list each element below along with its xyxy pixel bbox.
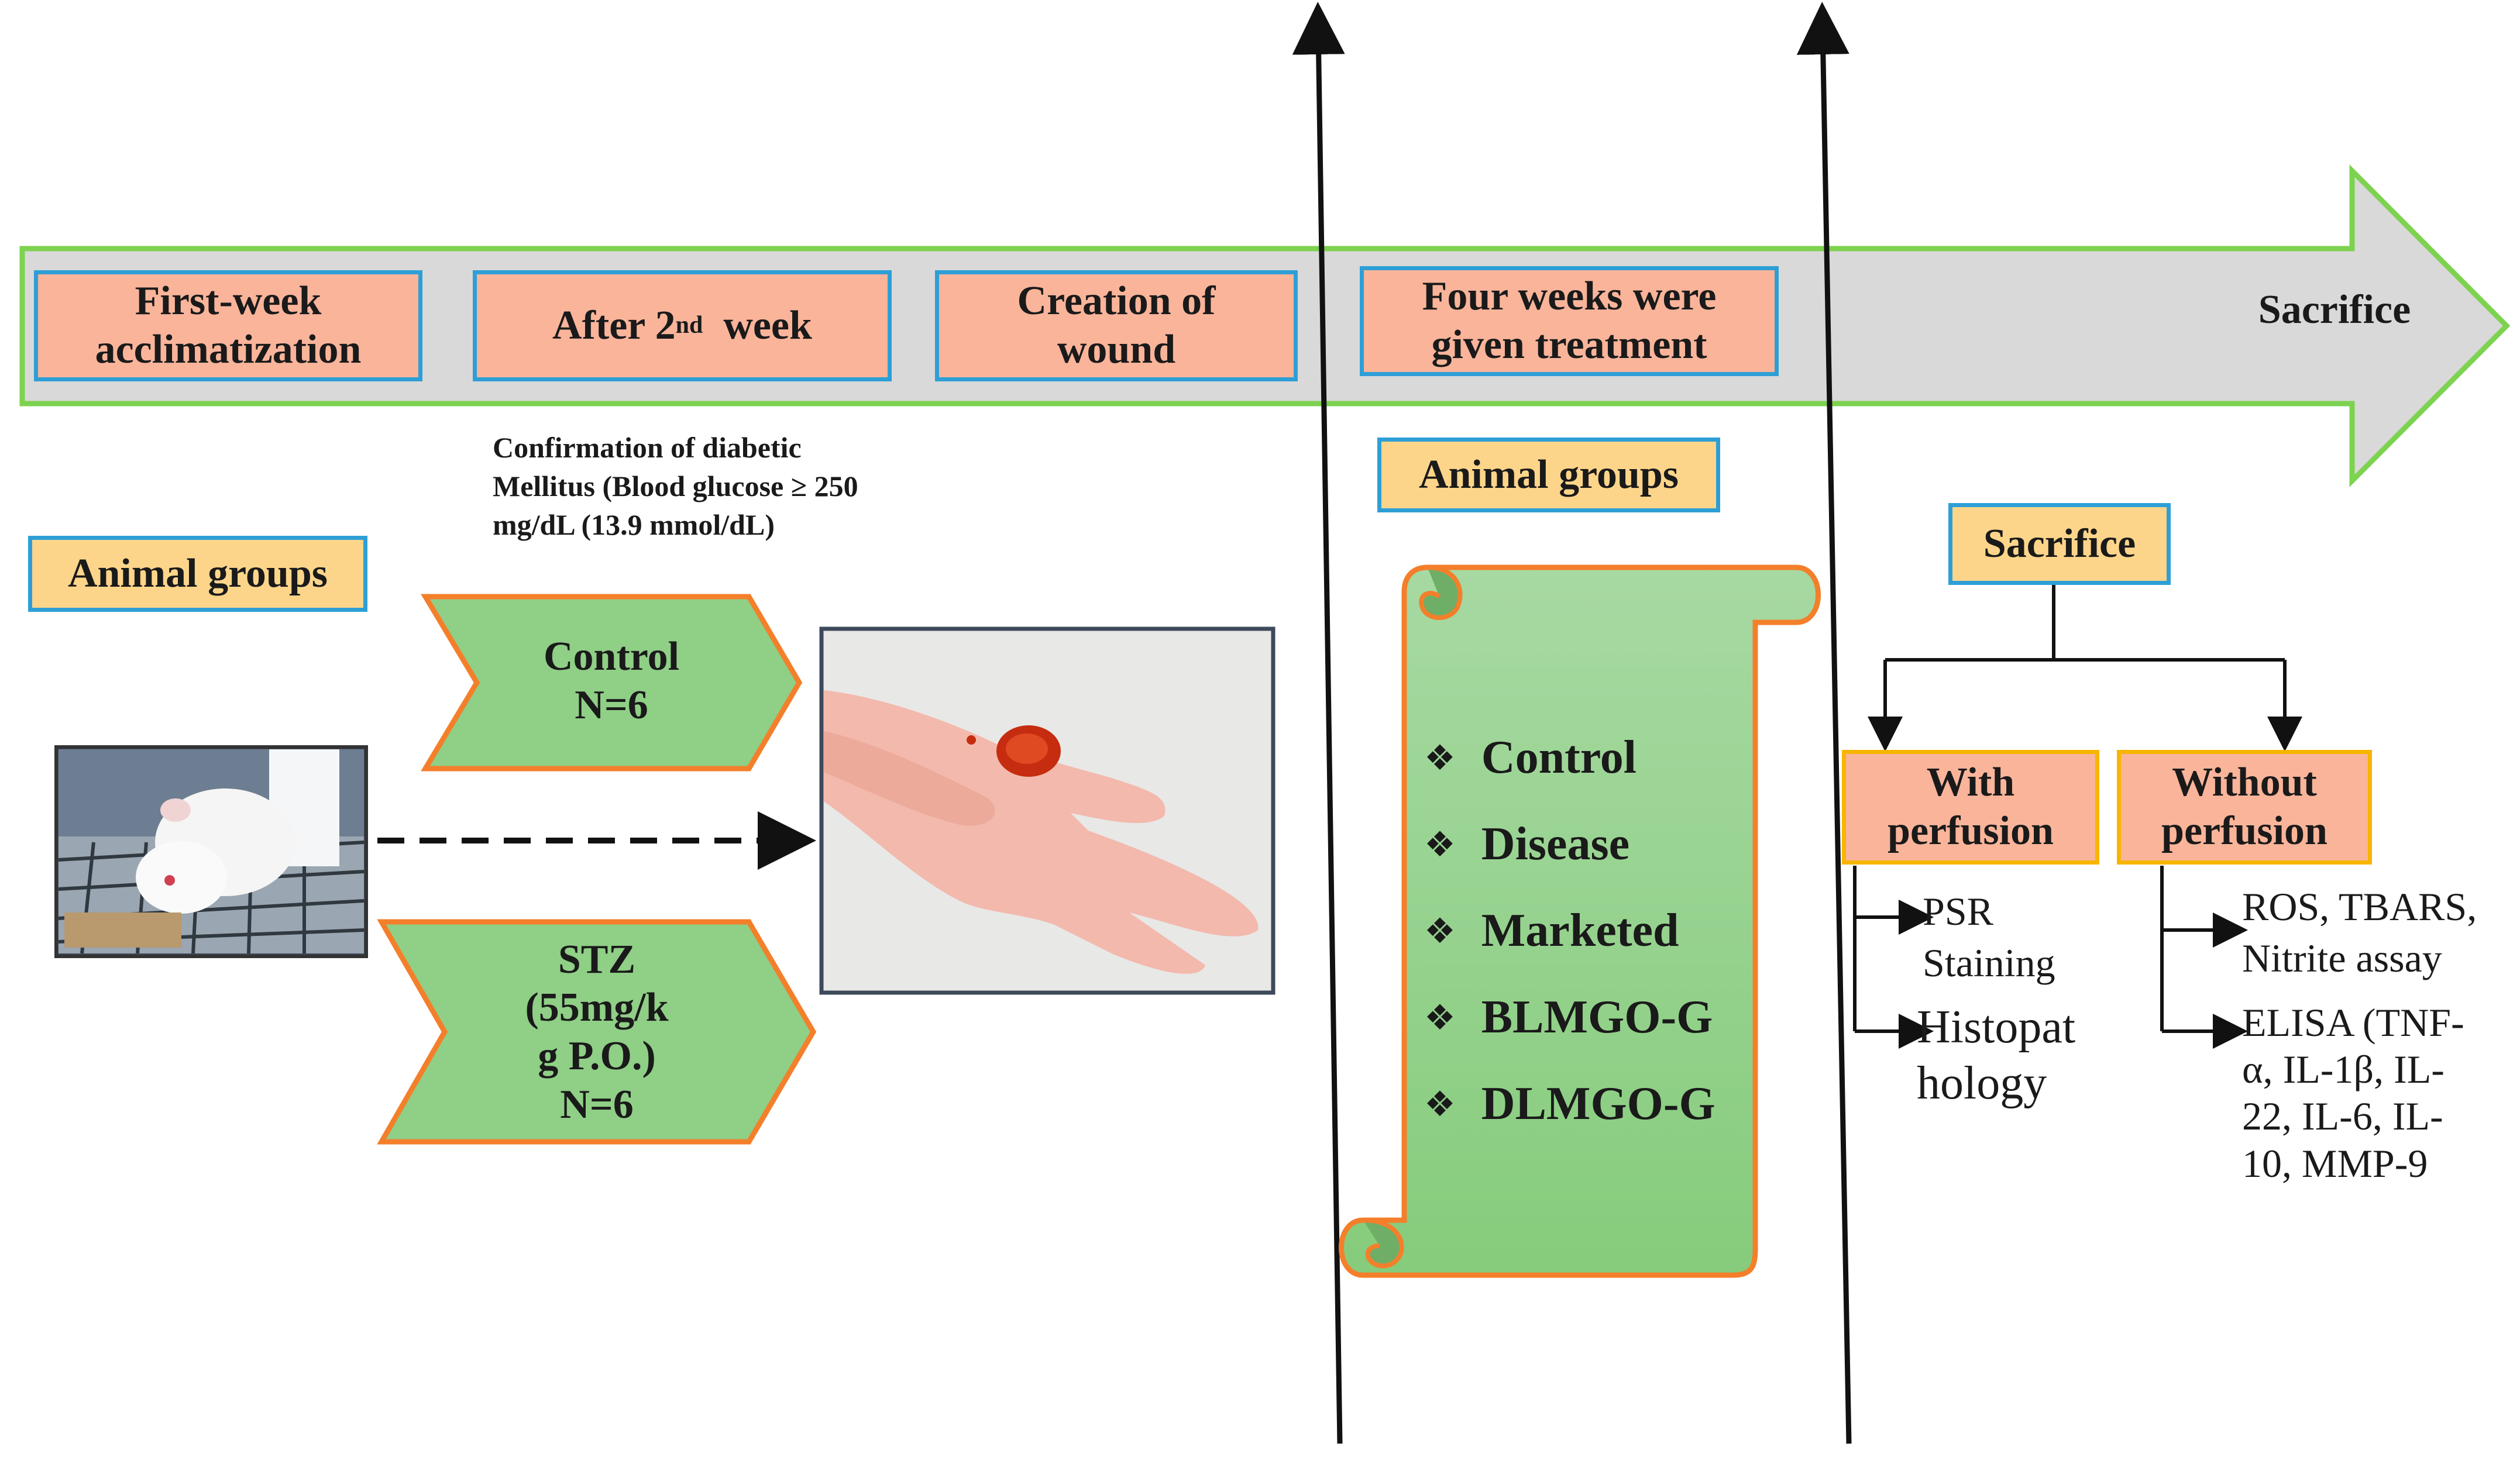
rat-photo xyxy=(54,745,368,958)
treatment-group-label: Disease xyxy=(1481,818,1630,870)
diamond-bullet-icon: ❖ xyxy=(1424,997,1456,1038)
treatment-group-item: ❖ DLMGO-G xyxy=(1424,1077,1715,1131)
control-chevron xyxy=(421,594,803,772)
with-perfusion-output-lines xyxy=(1853,866,1934,1049)
stz-group-label: STZ (55mg/k g P.O.) N=6 xyxy=(525,936,669,1127)
divider-arrow-1 xyxy=(1292,2,1345,1444)
treatment-group-label: DLMGO-G xyxy=(1481,1078,1715,1130)
treatment-group-item: ❖ Disease xyxy=(1424,818,1629,871)
sacrifice-tag: Sacrifice xyxy=(1948,503,2171,585)
animal-groups-tag-left: Animal groups xyxy=(28,536,367,612)
second-week-superscript: nd xyxy=(675,312,703,339)
ros-tbars-output: ROS, TBARS, Nitrite assay xyxy=(2242,884,2477,981)
diamond-bullet-icon: ❖ xyxy=(1424,824,1456,865)
diabetes-confirmation-note: Confirmation of diabetic Mellitus (Blood… xyxy=(493,431,858,541)
treatment-group-item: ❖ Marketed xyxy=(1424,904,1679,958)
wound-paw-photo xyxy=(819,626,1276,995)
treatment-group-item: ❖ Control xyxy=(1424,731,1637,784)
second-week-suffix: week xyxy=(703,302,812,348)
with-perfusion-box: With perfusion xyxy=(1842,750,2099,865)
diamond-bullet-icon: ❖ xyxy=(1424,910,1456,952)
psr-staining-output: PSR Staining xyxy=(1923,889,2055,986)
elisa-output: ELISA (TNF- α, IL-1β, IL- 22, IL-6, IL- … xyxy=(2242,1000,2464,1186)
treatment-scroll xyxy=(1339,564,1821,1278)
without-perfusion-box: Without perfusion xyxy=(2117,750,2372,865)
sacrifice-branch-lines xyxy=(1868,585,2302,752)
timeline-end-sacrifice: Sacrifice xyxy=(2258,287,2411,332)
timeline-step-acclimatization: First-week acclimatization xyxy=(34,270,422,381)
treatment-group-label: Marketed xyxy=(1481,905,1679,956)
stz-chevron xyxy=(377,919,817,1145)
timeline-step-treatment: Four weeks were given treatment xyxy=(1360,266,1779,376)
treatment-group-label: BLMGO-G xyxy=(1481,991,1713,1043)
divider-arrow-2 xyxy=(1796,2,1852,1444)
histopathology-output: Histopat hology xyxy=(1917,1001,2076,1109)
animal-groups-tag-treatment: Animal groups xyxy=(1377,438,1720,512)
timeline-step-wound-creation: Creation of wound xyxy=(935,270,1298,381)
diamond-bullet-icon: ❖ xyxy=(1424,1083,1456,1125)
treatment-group-label: Control xyxy=(1481,732,1637,783)
diamond-bullet-icon: ❖ xyxy=(1424,737,1456,779)
without-perfusion-output-lines xyxy=(2160,866,2248,1049)
control-group-label: Control N=6 xyxy=(543,634,680,728)
treatment-group-item: ❖ BLMGO-G xyxy=(1424,991,1713,1044)
second-week-label: After 2 xyxy=(552,302,676,348)
